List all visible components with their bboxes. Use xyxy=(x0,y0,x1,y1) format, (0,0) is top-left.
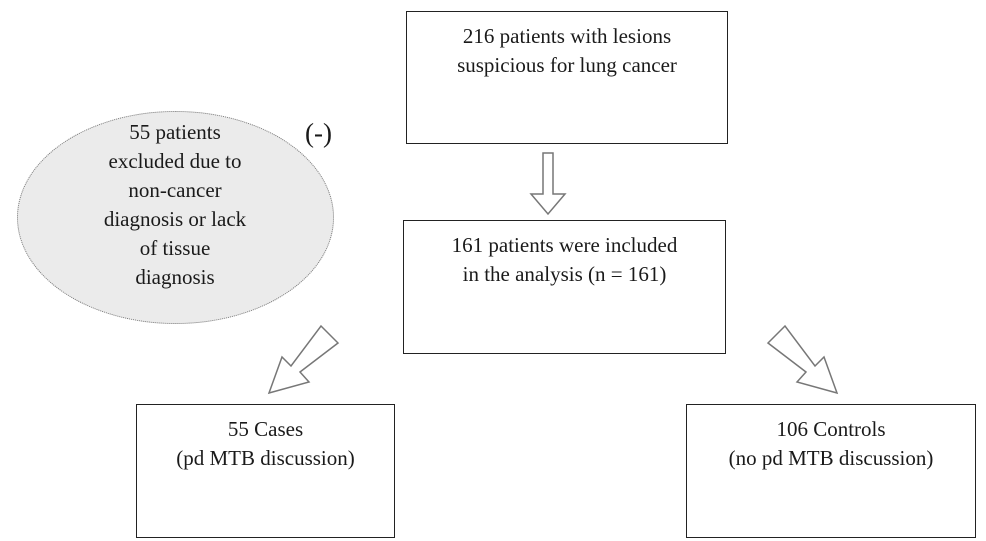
excluded-line-6: diagnosis xyxy=(135,265,215,289)
left-diagonal-arrow xyxy=(267,324,340,395)
excluded-oval-text: 55 patients excluded due to non-cancer d… xyxy=(60,118,290,292)
excluded-line-4: diagnosis or lack xyxy=(103,207,247,231)
controls-box: 106 Controls (no pd MTB discussion) xyxy=(686,404,976,538)
down-arrow xyxy=(529,152,567,216)
middle-box-line-1: 161 patients were included xyxy=(451,233,678,257)
cases-box-line-1: 55 Cases xyxy=(227,417,304,441)
excluded-line-5: of tissue xyxy=(139,236,211,260)
top-box-line-2: suspicious for lung cancer xyxy=(457,53,677,77)
cases-box-line-2: (pd MTB discussion) xyxy=(176,446,355,470)
controls-box-line-1: 106 Controls xyxy=(776,417,886,441)
middle-box-line-2: in the analysis (n = 161) xyxy=(462,262,667,286)
controls-box-line-2: (no pd MTB discussion) xyxy=(728,446,934,470)
cases-box: 55 Cases (pd MTB discussion) xyxy=(136,404,395,538)
excluded-oval xyxy=(17,111,334,324)
excluded-line-3: non-cancer xyxy=(128,178,222,202)
middle-box: 161 patients were included in the analys… xyxy=(403,220,726,354)
right-diagonal-arrow xyxy=(766,324,839,395)
top-box: 216 patients with lesions suspicious for… xyxy=(406,11,728,144)
top-box-line-1: 216 patients with lesions xyxy=(462,24,672,48)
excluded-line-1: 55 patients xyxy=(129,120,221,144)
excluded-line-2: excluded due to xyxy=(108,149,242,173)
minus-label: (-) xyxy=(305,118,332,148)
